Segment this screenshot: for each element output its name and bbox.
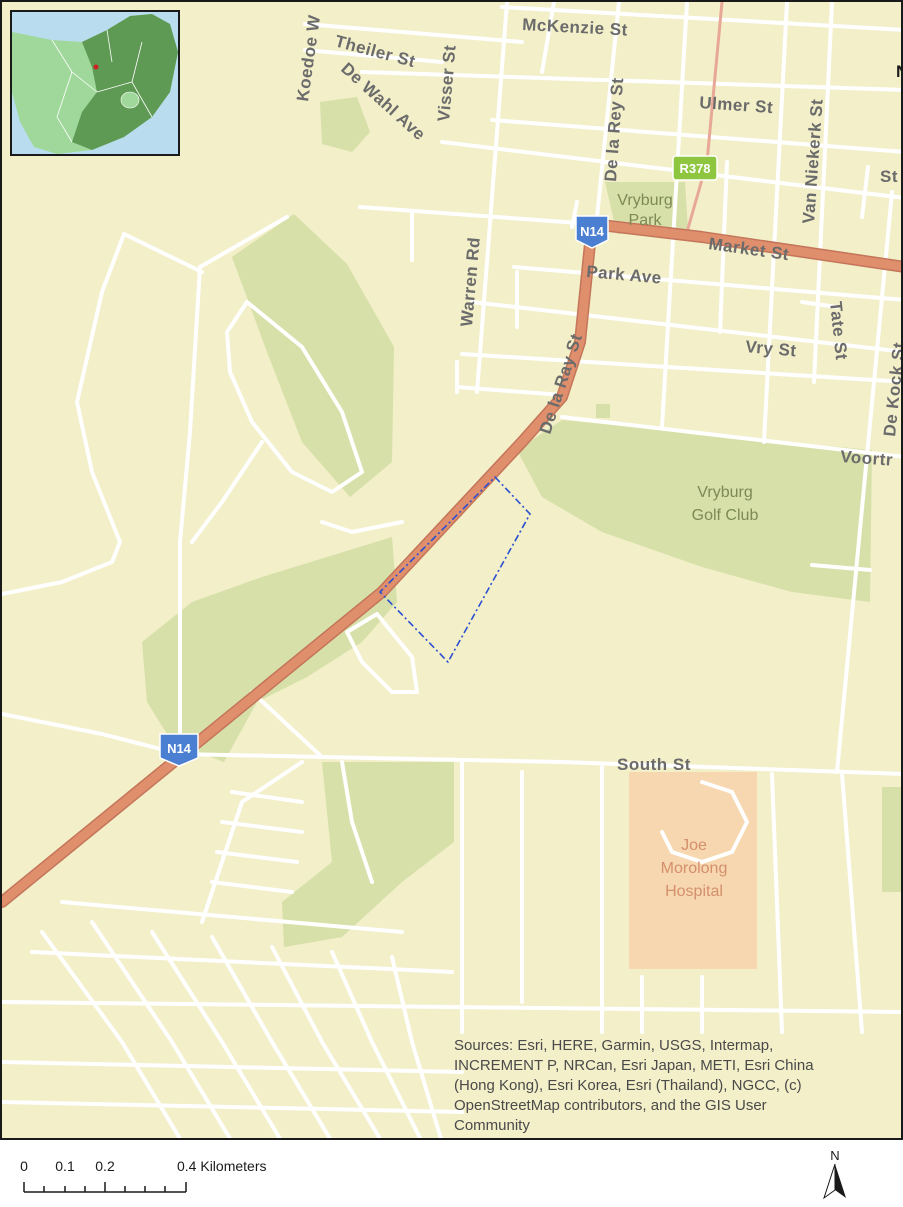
inset-map-svg bbox=[12, 12, 178, 154]
land-use-layer bbox=[142, 97, 901, 969]
inset-locator-map bbox=[10, 10, 180, 156]
label-hospital-1: Joe bbox=[681, 837, 707, 854]
shield-r378: R378 bbox=[672, 155, 718, 181]
golf-club bbox=[517, 420, 872, 602]
north-label: N bbox=[830, 1148, 839, 1163]
shield-n14-top: N14 bbox=[575, 215, 609, 249]
inset-location-marker bbox=[93, 64, 99, 70]
map-frame[interactable]: N14 N14 R378 McKenzie St Theiler St Viss… bbox=[0, 0, 903, 1140]
golf-tee-square bbox=[596, 404, 610, 418]
attribution-line: Community bbox=[454, 1117, 530, 1134]
label-south-st: South St bbox=[617, 755, 691, 774]
attribution-line: Sources: Esri, HERE, Garmin, USGS, Inter… bbox=[454, 1037, 774, 1054]
map-canvas[interactable]: N14 N14 R378 McKenzie St Theiler St Viss… bbox=[2, 2, 903, 1140]
north-arrow: N bbox=[820, 1146, 850, 1202]
north-arrow-svg: N bbox=[823, 1148, 846, 1200]
label-vry-st: Vry St bbox=[745, 337, 798, 360]
scale-label-0: 0 bbox=[20, 1158, 28, 1174]
label-park-ave: Park Ave bbox=[586, 262, 663, 288]
park-west bbox=[232, 214, 394, 497]
svg-text:N14: N14 bbox=[580, 224, 605, 239]
scale-bar-line bbox=[23, 1182, 187, 1193]
label-n-cut: N bbox=[896, 62, 903, 81]
label-visser-st: Visser St bbox=[434, 44, 460, 122]
label-warren-rd: Warren Rd bbox=[457, 236, 484, 327]
attribution-line: (Hong Kong), Esri Korea, Esri (Thailand)… bbox=[454, 1077, 802, 1094]
attribution-line: OpenStreetMap contributors, and the GIS … bbox=[454, 1097, 767, 1114]
label-vryburg-park-2: Park bbox=[629, 212, 663, 229]
minor-roads-layer bbox=[2, 2, 901, 1138]
attribution-line: INCREMENT P, NRCan, Esri Japan, METI, Es… bbox=[454, 1057, 814, 1074]
attribution-text: Sources: Esri, HERE, Garmin, USGS, Inter… bbox=[454, 1036, 884, 1136]
place-labels: Vryburg Park Vryburg Golf Club Joe Morol… bbox=[617, 192, 758, 900]
label-hospital-2: Morolong bbox=[661, 860, 728, 877]
scale-bar: 0 0.1 0.2 0.4 Kilometers bbox=[14, 1156, 294, 1200]
label-tate-st: Tate St bbox=[826, 300, 851, 361]
label-golf-club-2: Golf Club bbox=[692, 507, 759, 524]
scale-label-0-2: 0.2 bbox=[95, 1158, 115, 1174]
park-east-strip bbox=[882, 787, 901, 892]
r378-road bbox=[685, 2, 724, 233]
label-mckenzie-st: McKenzie St bbox=[522, 15, 628, 40]
label-ulmer-st: Ulmer St bbox=[699, 93, 774, 117]
svg-text:R378: R378 bbox=[679, 161, 710, 176]
hospital-grounds bbox=[629, 772, 757, 969]
highway-layer bbox=[2, 218, 901, 908]
greenbelt-south bbox=[282, 762, 454, 947]
scale-label-0-1: 0.1 bbox=[55, 1158, 75, 1174]
label-golf-club-1: Vryburg bbox=[697, 484, 752, 501]
greenbelt-southwest bbox=[142, 537, 397, 762]
label-st-right: St bbox=[880, 167, 898, 186]
label-voortrekker: Voortr bbox=[840, 447, 894, 470]
north-arrow-icon bbox=[835, 1164, 846, 1198]
label-hospital-3: Hospital bbox=[665, 883, 723, 900]
park-top-small bbox=[320, 97, 370, 152]
scale-bar-svg: 0 0.1 0.2 0.4 Kilometers bbox=[20, 1158, 266, 1193]
site-boundary[interactable] bbox=[378, 475, 531, 664]
label-dekock-st: De Kock St bbox=[880, 341, 903, 437]
label-market-st: Market St bbox=[707, 234, 790, 264]
park-vryburg bbox=[605, 182, 688, 234]
shield-n14-bottom: N14 bbox=[159, 733, 199, 767]
scale-label-0-4: 0.4 Kilometers bbox=[177, 1158, 266, 1174]
label-koedoe: Koedoe W bbox=[293, 13, 324, 102]
svg-text:N14: N14 bbox=[167, 741, 192, 756]
label-vryburg-park-1: Vryburg bbox=[617, 192, 672, 209]
inset-lesotho bbox=[120, 91, 140, 109]
label-delarey-st: De la Rey St bbox=[601, 77, 627, 182]
